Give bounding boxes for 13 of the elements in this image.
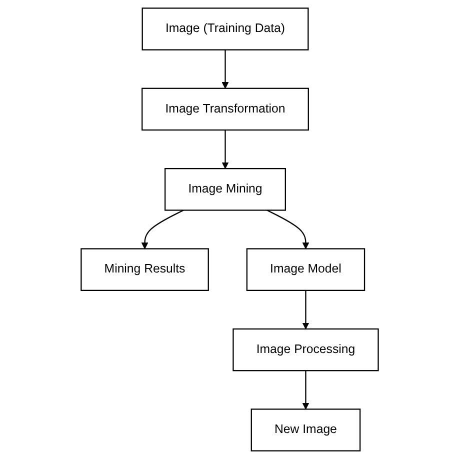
node-box: Image Transformation [141, 88, 309, 131]
arrow [222, 130, 228, 169]
node-box: Image Mining [164, 168, 286, 211]
node-box: Mining Results [80, 248, 209, 291]
arrow [222, 50, 228, 89]
node-box: Image Model [246, 248, 365, 291]
arrow [266, 210, 309, 250]
arrow [302, 290, 309, 330]
node-box: Image (Training Data) [142, 8, 309, 50]
node-box: Image Processing [232, 328, 379, 372]
node-box: New Image [250, 408, 360, 452]
arrow [302, 370, 309, 410]
arrow [141, 210, 184, 250]
